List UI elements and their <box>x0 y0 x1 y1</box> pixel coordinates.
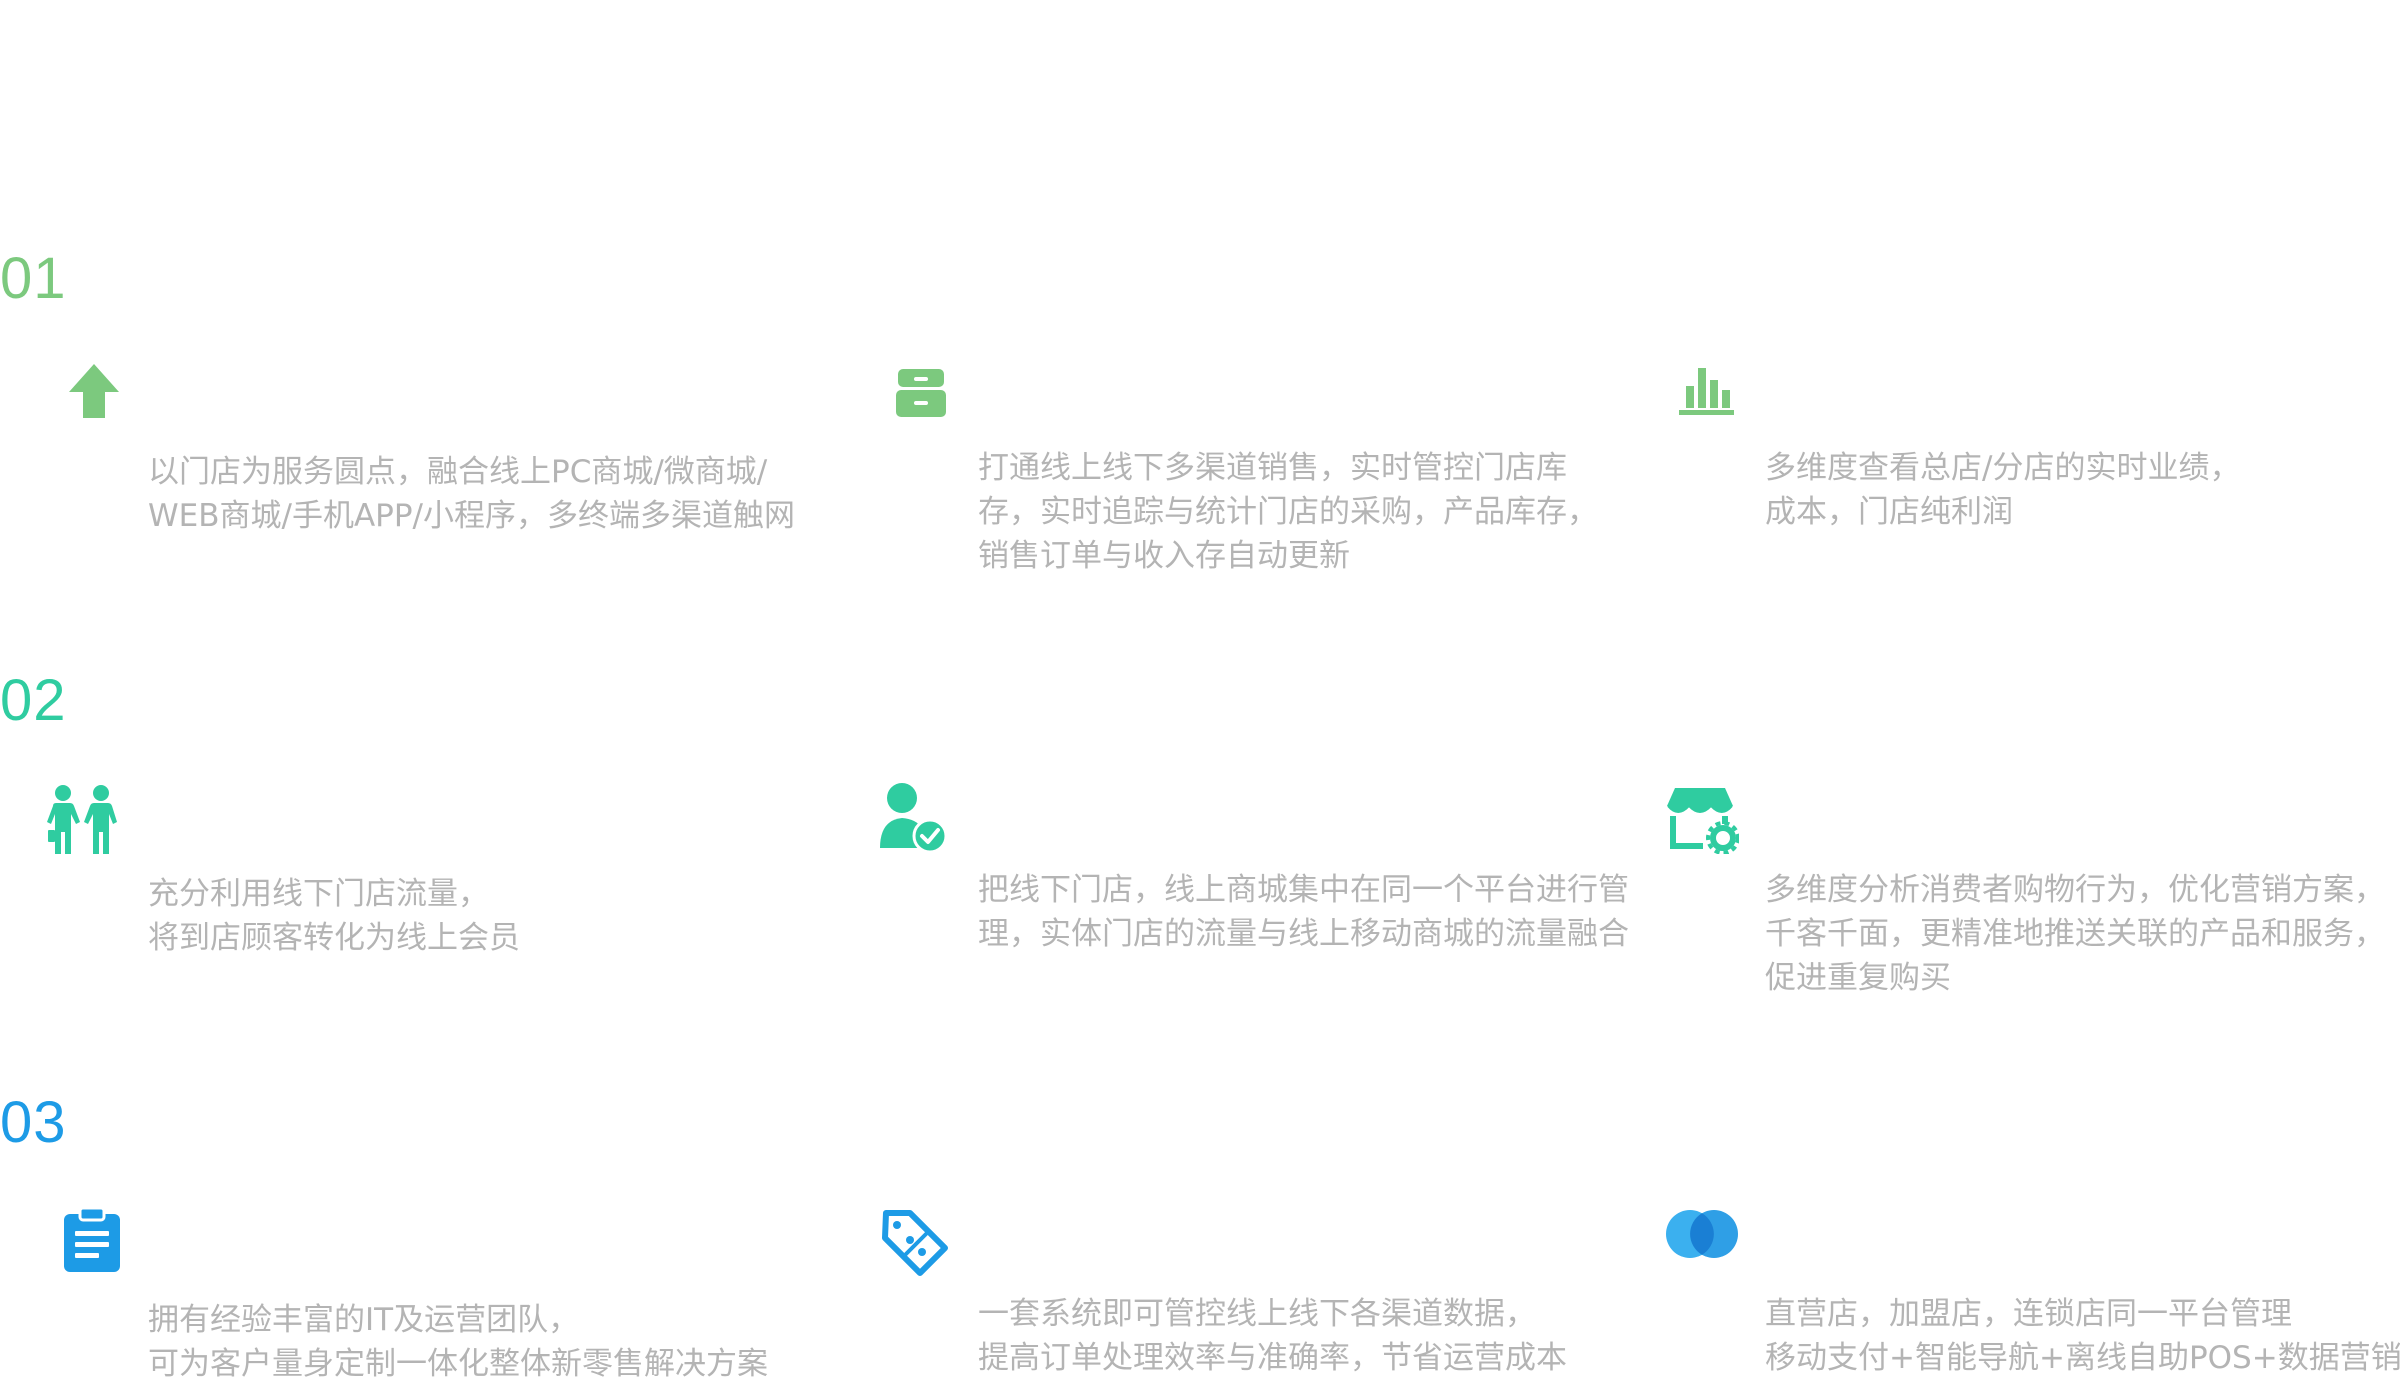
section-number-01: 01 <box>0 246 67 311</box>
store-settings-icon <box>1667 788 1739 854</box>
feature-description: 多维度查看总店/分店的实时业绩， 成本，门店纯利润 <box>1765 450 2241 530</box>
feature-description: 多维度分析消费者购物行为，优化营销方案， 千客千面，更精准地推送关联的产品和服务… <box>1765 872 2385 996</box>
user-check-icon <box>880 783 948 854</box>
drawer-cabinet-icon <box>896 369 946 417</box>
section-number-02: 02 <box>0 668 67 733</box>
people-walking-icon <box>47 785 117 854</box>
clipboard-icon <box>64 1206 120 1272</box>
overlapping-circles-icon <box>1666 1210 1738 1258</box>
discount-tag-icon <box>882 1210 948 1276</box>
arrow-up-icon <box>69 364 119 418</box>
section-number-03: 03 <box>0 1090 67 1155</box>
bar-chart-icon <box>1679 368 1734 415</box>
feature-description: 以门店为服务圆点，融合线上PC商城/微商城/ WEB商城/手机APP/小程序，多… <box>148 454 795 534</box>
feature-description: 拥有经验丰富的IT及运营团队， 可为客户量身定制一体化整体新零售解决方案 <box>148 1302 768 1382</box>
feature-description: 一套系统即可管控线上线下各渠道数据， 提高订单处理效率与准确率，节省运营成本 <box>978 1296 1567 1376</box>
feature-description: 把线下门店，线上商城集中在同一个平台进行管 理，实体门店的流量与线上移动商城的流… <box>978 872 1629 952</box>
feature-description: 充分利用线下门店流量， 将到店顾客转化为线上会员 <box>148 876 520 956</box>
feature-description: 打通线上线下多渠道销售，实时管控门店库 存，实时追踪与统计门店的采购，产品库存，… <box>978 450 1598 574</box>
feature-description: 直营店，加盟店，连锁店同一平台管理 移动支付+智能导航+离线自助POS+数据营销 <box>1765 1296 2400 1376</box>
